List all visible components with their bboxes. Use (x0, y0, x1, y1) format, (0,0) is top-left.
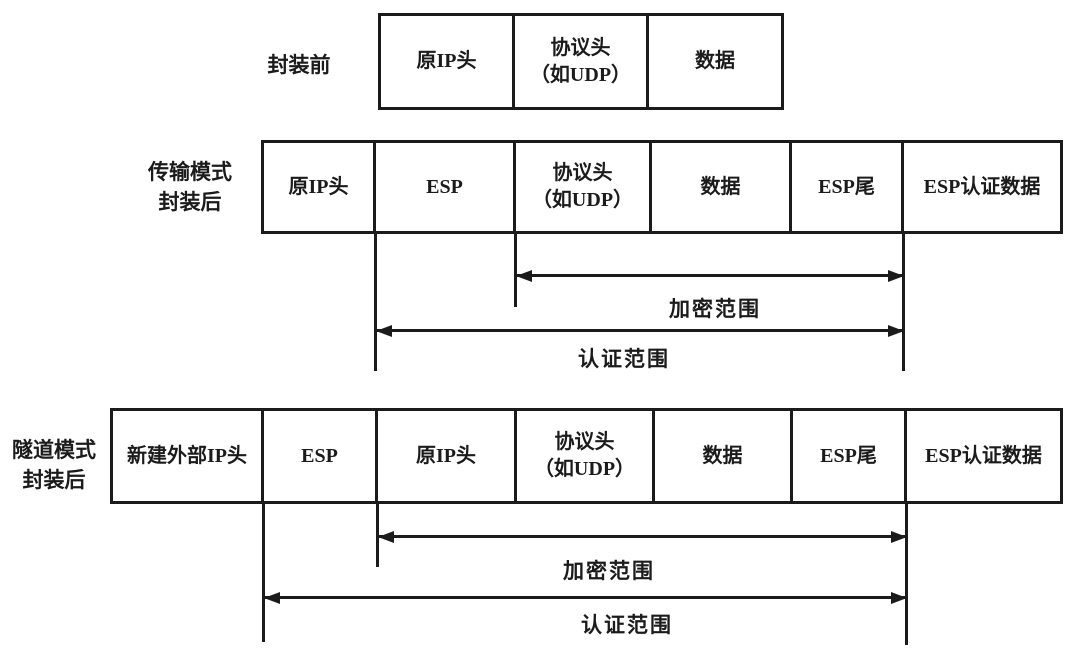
authentication-scope-label: 认证范围 (581, 613, 673, 637)
segment-new-outer-ip-header: 新建外部IP头 (110, 408, 264, 504)
authentication-scope-arrow (376, 324, 904, 337)
segment-protocol-header: 协议头 （如UDP） (512, 13, 649, 110)
segment-protocol-header: 协议头 （如UDP） (513, 140, 652, 234)
segment-data: 数据 (646, 13, 784, 110)
boundary-extension-line (374, 232, 377, 371)
segment-esp-trailer: ESP尾 (790, 408, 907, 504)
segment-original-ip-header: 原IP头 (378, 13, 515, 110)
boundary-extension-line (905, 502, 908, 645)
authentication-scope-label: 认证范围 (578, 347, 670, 371)
segment-esp-auth-data: ESP认证数据 (901, 140, 1063, 234)
boundary-extension-line (376, 502, 379, 567)
boundary-extension-line (262, 502, 265, 642)
segment-esp-auth-data: ESP认证数据 (904, 408, 1063, 504)
encryption-scope-label: 加密范围 (563, 559, 655, 583)
segment-data: 数据 (652, 408, 793, 504)
row-label-tunnel-mode: 隧道模式 封装后 (12, 438, 96, 493)
encryption-scope-arrow (378, 530, 907, 543)
segment-protocol-header: 协议头 （如UDP） (514, 408, 655, 504)
boundary-extension-line (902, 232, 905, 371)
boundary-extension-line (514, 232, 517, 307)
encryption-scope-arrow (516, 269, 904, 282)
encryption-scope-label: 加密范围 (669, 297, 761, 321)
segment-esp-trailer: ESP尾 (789, 140, 904, 234)
segment-original-ip-header: 原IP头 (375, 408, 517, 504)
segment-data: 数据 (649, 140, 792, 234)
segment-esp-header: ESP (261, 408, 378, 504)
segment-original-ip-header: 原IP头 (261, 140, 376, 234)
row-label-transport-mode: 传输模式 封装后 (148, 160, 232, 215)
row-label-pre-encapsulation: 封装前 (267, 53, 331, 77)
segment-esp-header: ESP (373, 140, 516, 234)
authentication-scope-arrow (264, 591, 907, 604)
